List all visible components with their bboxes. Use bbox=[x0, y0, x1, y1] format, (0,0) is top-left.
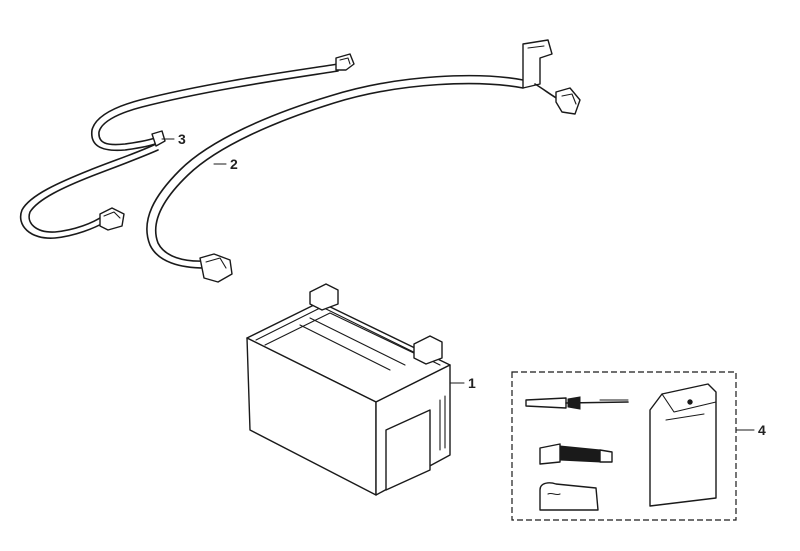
callout-label-2: 2 bbox=[230, 156, 238, 172]
tool-bag bbox=[539, 482, 599, 511]
callout-label-4: 4 bbox=[758, 422, 766, 438]
battery-cable-3 bbox=[19, 53, 355, 239]
fuse-puller bbox=[539, 443, 613, 465]
screwdriver bbox=[525, 396, 629, 410]
leader-lines bbox=[161, 138, 755, 431]
battery bbox=[246, 283, 451, 496]
battery-cable-2 bbox=[146, 39, 581, 283]
tool-pouch bbox=[649, 383, 717, 507]
callout-label-1: 1 bbox=[468, 375, 476, 391]
tool-kit-group bbox=[511, 371, 737, 521]
callout-label-3: 3 bbox=[178, 131, 186, 147]
